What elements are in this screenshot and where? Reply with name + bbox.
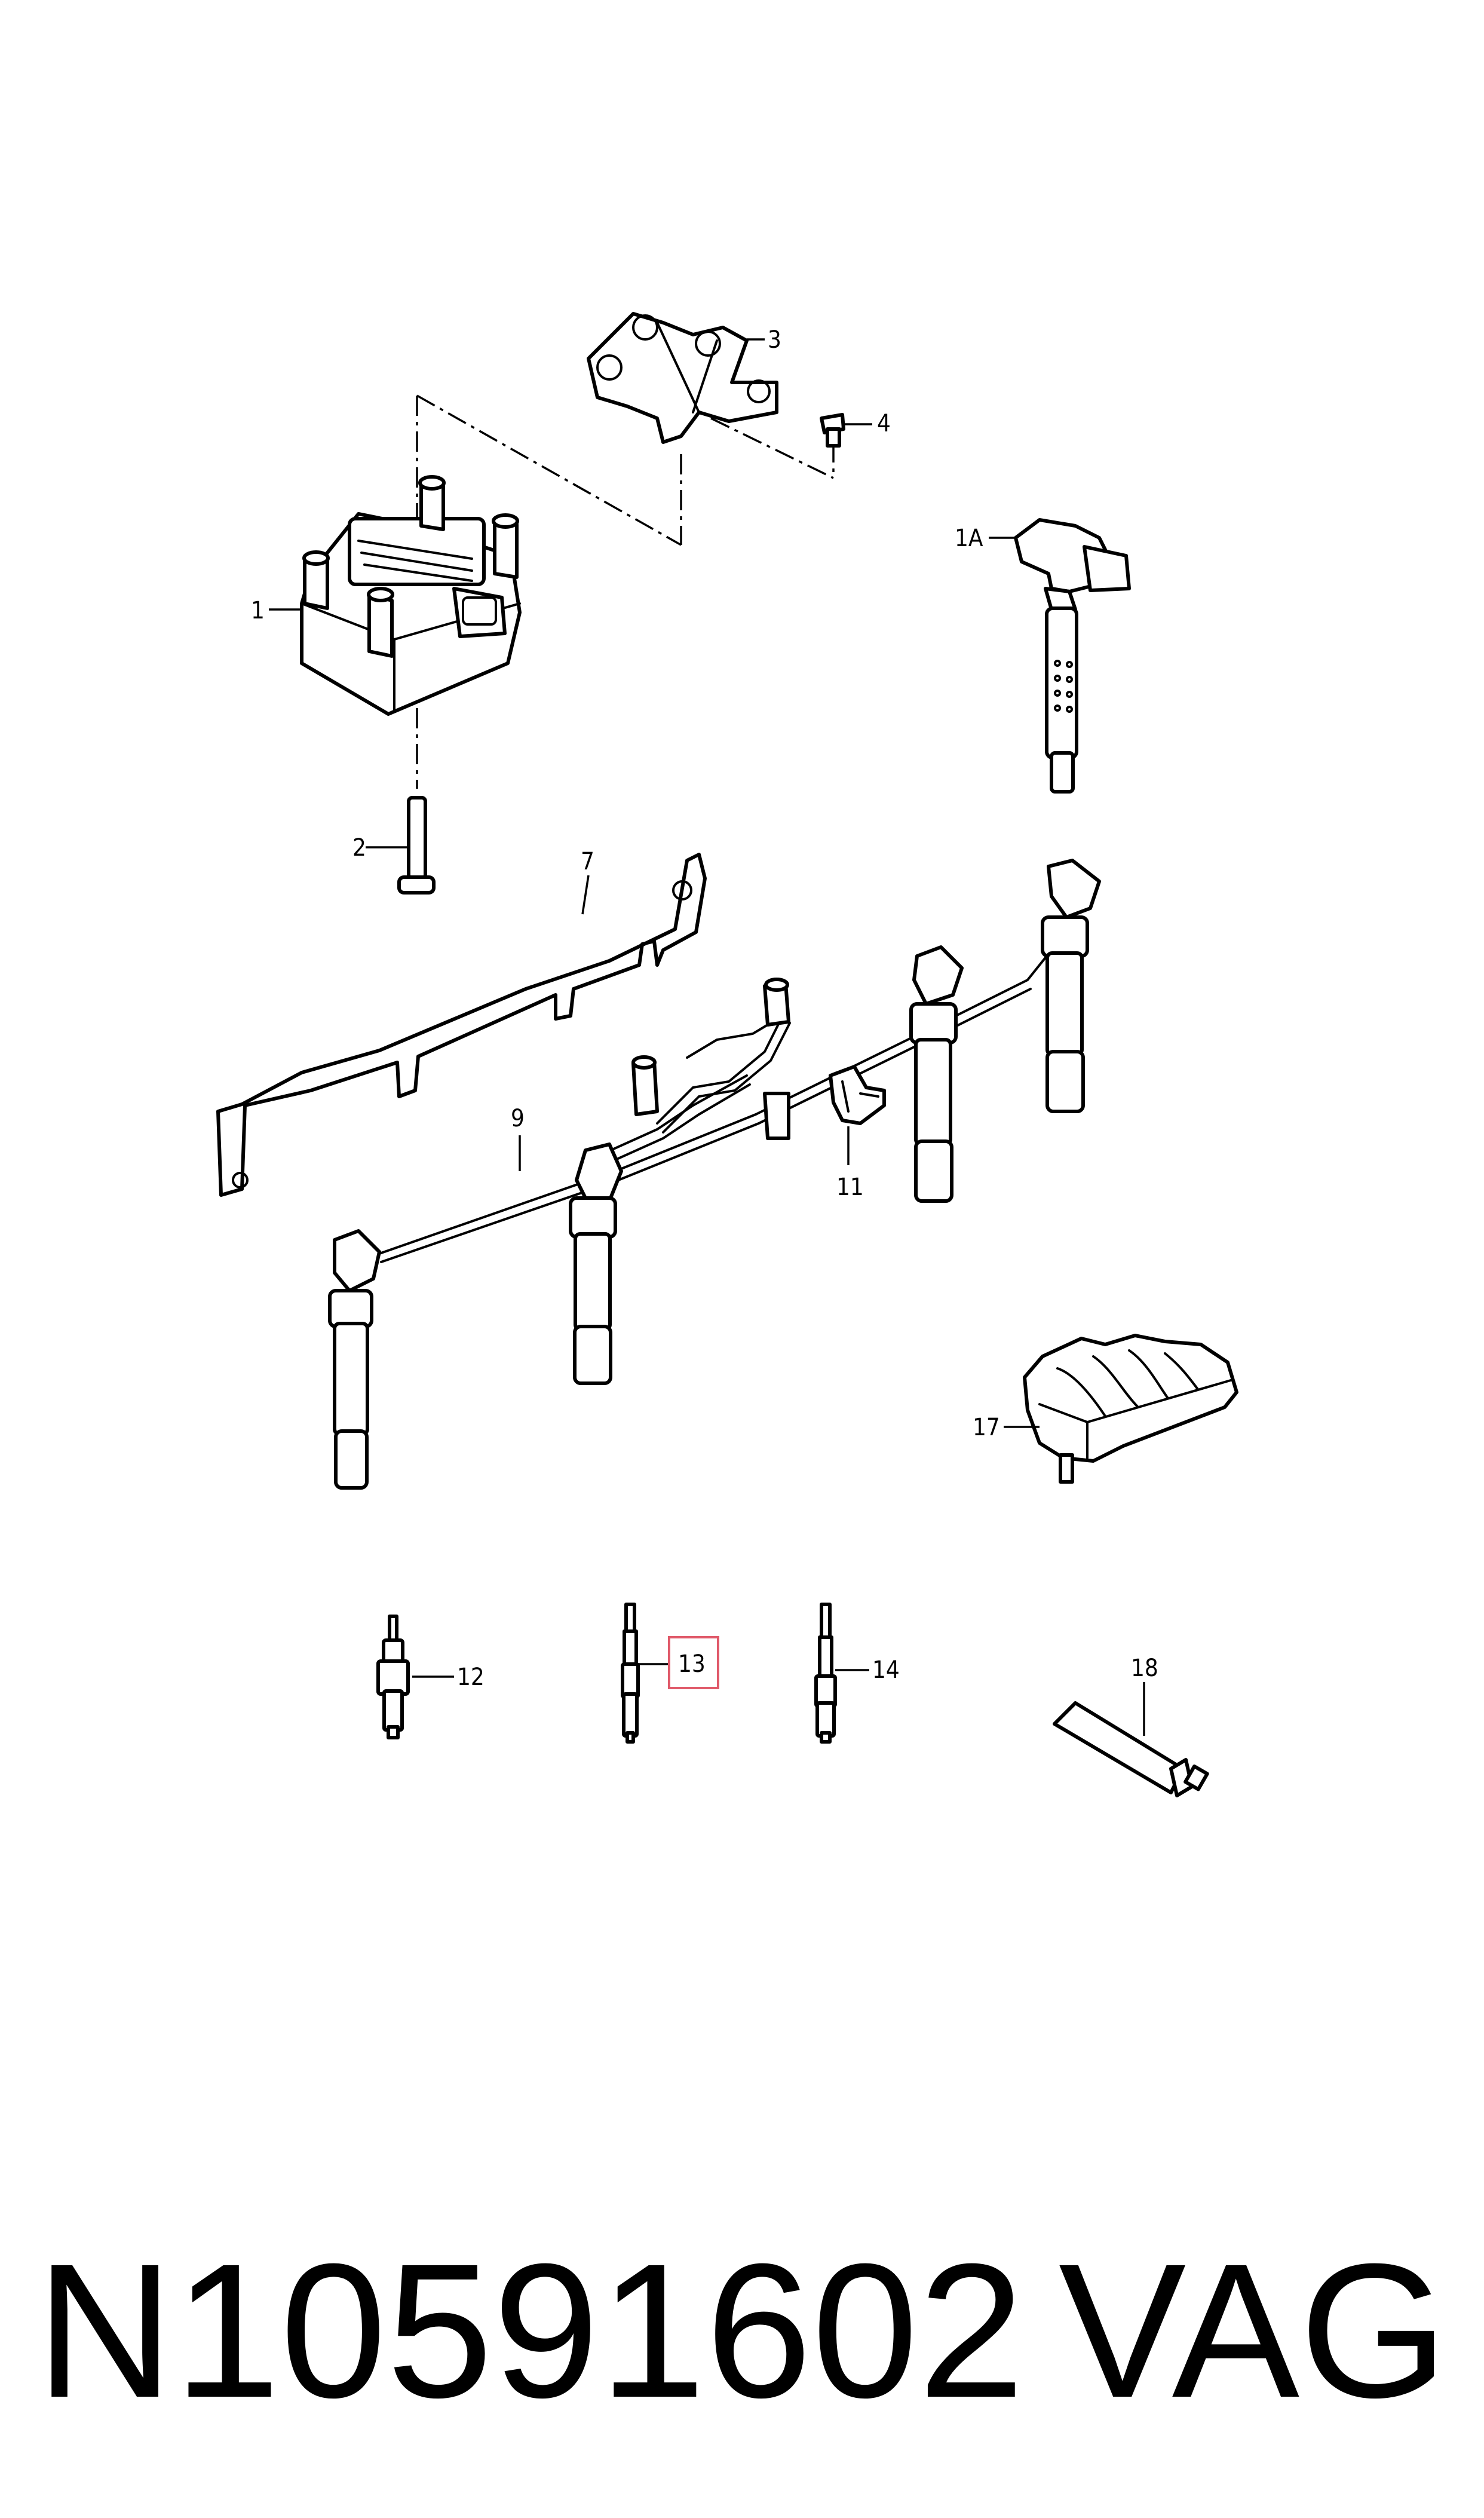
callout-12: 12	[457, 1664, 485, 1691]
bolt-part-4	[820, 413, 845, 448]
callout-2: 2	[352, 834, 366, 862]
leader-lines	[269, 338, 1145, 1736]
cable-guide-part-17	[1023, 1334, 1238, 1484]
ignition-coil-part-1	[300, 475, 522, 716]
callout-1a: 1A	[955, 525, 983, 552]
highlight-box	[668, 1636, 719, 1689]
callout-4: 4	[877, 410, 891, 437]
glow-plug-part-13	[621, 1603, 640, 1744]
callout-3: 3	[768, 326, 781, 354]
footer: N10591602 VAG	[0, 2205, 1484, 2456]
callout-11: 11	[836, 1174, 864, 1201]
callout-17: 17	[973, 1414, 1000, 1441]
callout-18: 18	[1131, 1655, 1158, 1682]
pencil-coil-part-1a	[1014, 518, 1131, 794]
callout-1: 1	[251, 597, 265, 624]
grease-tube-part-18	[1053, 1701, 1209, 1797]
bracket-part-3	[587, 312, 778, 444]
glow-plug-part-14	[814, 1603, 837, 1744]
part-number: N10591602	[36, 2223, 1025, 2437]
long-bolt-part-2	[397, 796, 436, 895]
clip-part-11	[829, 1065, 886, 1125]
cable-rail-part-7	[216, 853, 707, 1197]
callout-labels: 3 4 1A 1 2 7 9 11 17 12 13 14 18	[251, 326, 1158, 1691]
ignition-leads-part-9	[328, 859, 1101, 1490]
callout-13: 13	[678, 1650, 706, 1678]
callout-14: 14	[872, 1656, 900, 1684]
callout-9: 9	[511, 1105, 525, 1132]
spark-plug-part-12	[376, 1615, 410, 1739]
brand-name: VAG	[1058, 2223, 1448, 2437]
callout-7: 7	[581, 848, 594, 875]
